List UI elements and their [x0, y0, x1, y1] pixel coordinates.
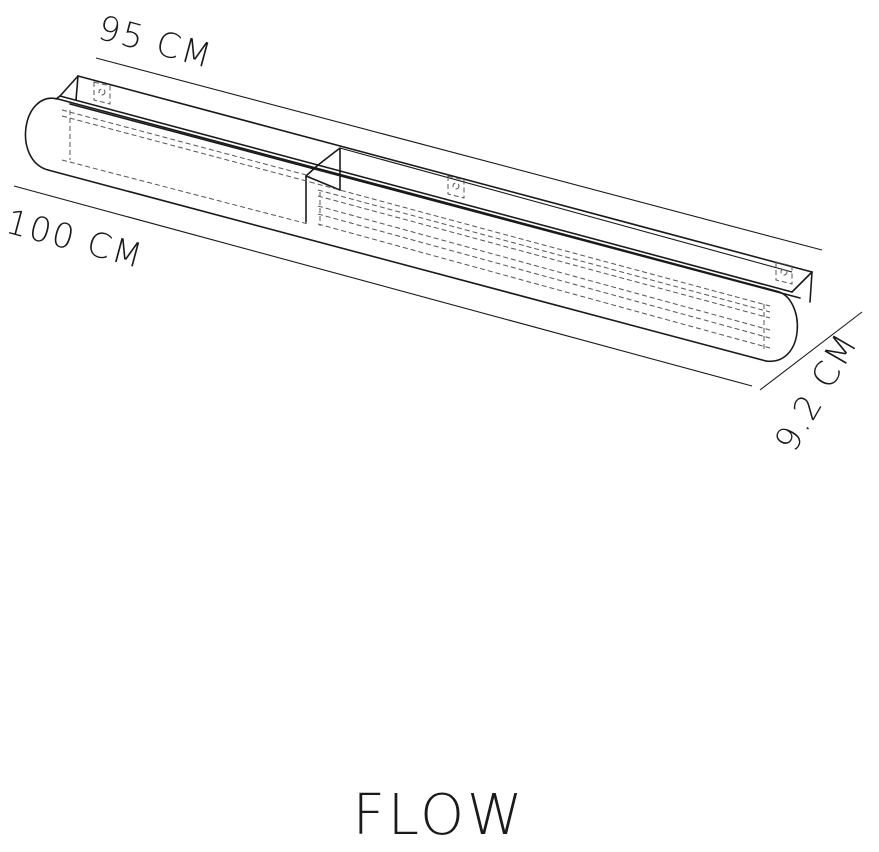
- dimension-line-inner-length: [95, 57, 823, 251]
- dimension-line-outer-length: [13, 185, 753, 387]
- mount-bracket-center: [447, 175, 465, 199]
- hidden-lines: [61, 109, 771, 350]
- shelf-body: [24, 75, 813, 362]
- product-name: FLOW: [353, 783, 526, 848]
- mount-bracket-left: [93, 81, 111, 105]
- inner-length-label: 95 CM: [94, 8, 218, 77]
- mount-bracket-right: [775, 261, 793, 285]
- dimension-line-depth: [759, 311, 863, 391]
- outer-length-label: 100 CM: [2, 202, 148, 277]
